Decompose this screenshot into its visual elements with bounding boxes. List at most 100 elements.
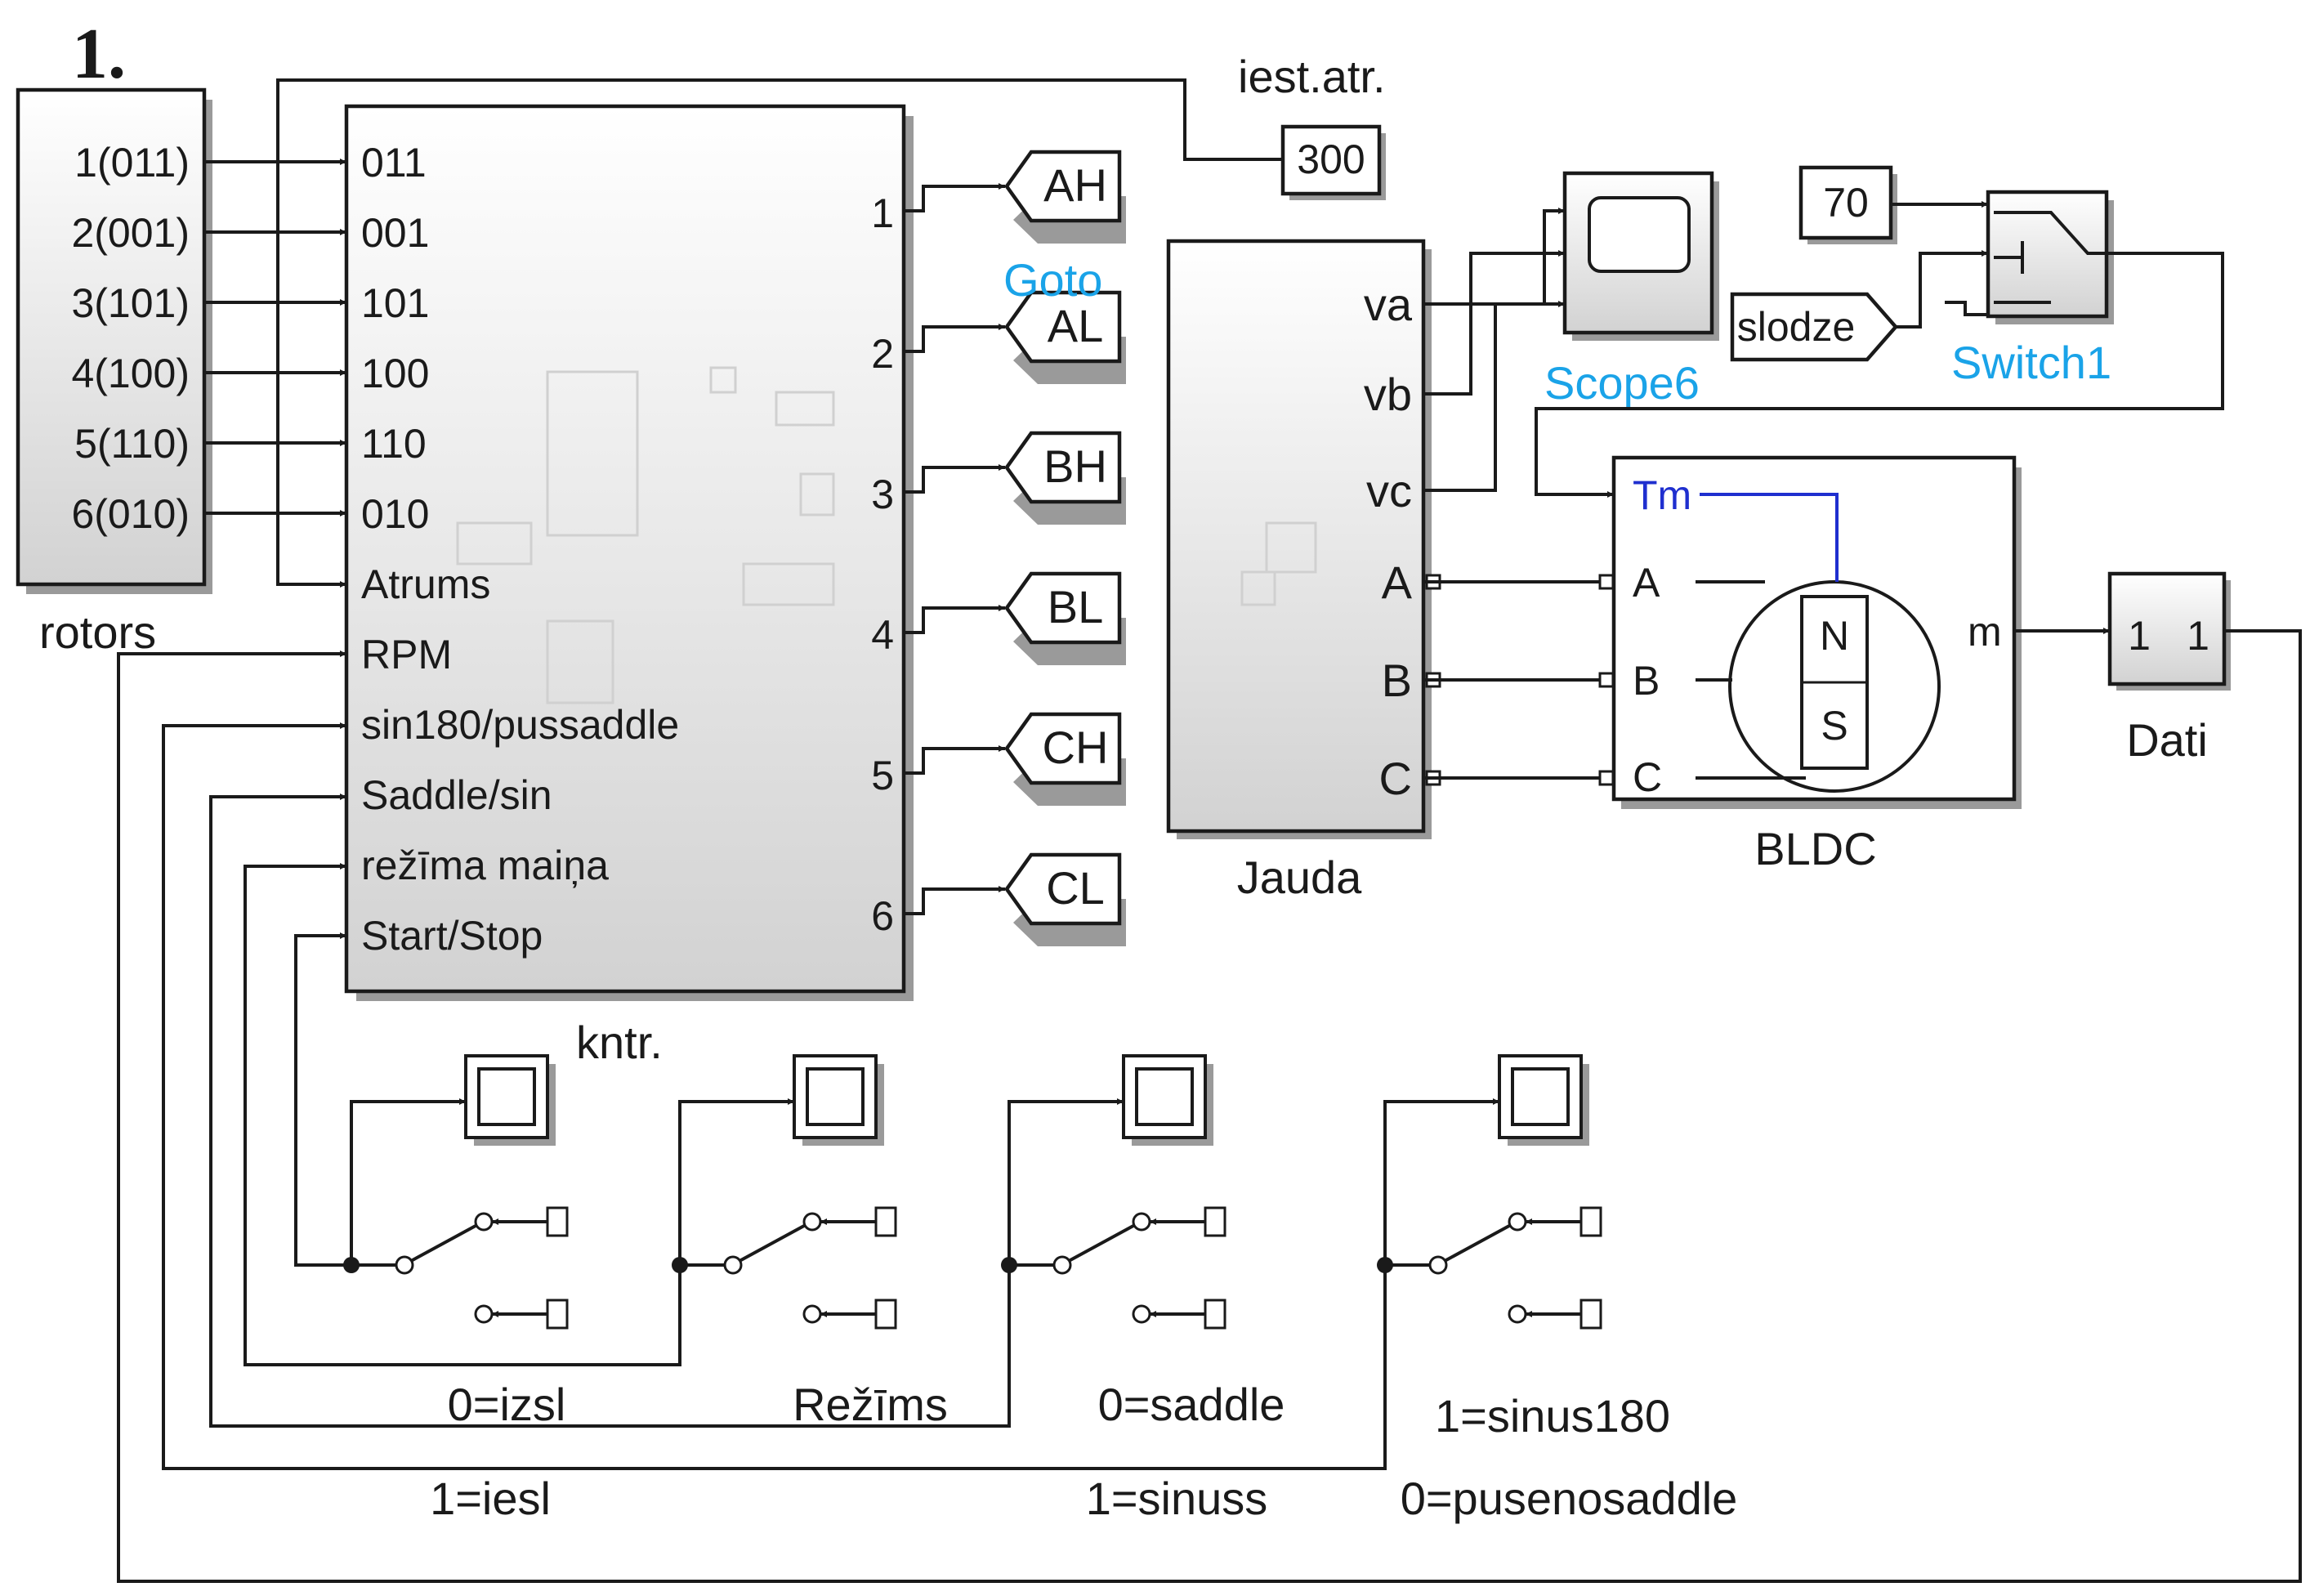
wire-to-kntr-3 (209, 794, 1011, 1428)
const-bottom-2 (874, 1299, 897, 1330)
sw-contact-bottom-2 (802, 1304, 822, 1324)
kntr-output-1: 1 (871, 190, 894, 236)
kntr-input-2: 001 (361, 210, 429, 256)
kntr-input-1: 011 (361, 140, 427, 186)
sw-pivot-4 (1428, 1255, 1448, 1275)
magnet-n: N (1820, 613, 1849, 659)
rotors-output-6: 6(010) (71, 491, 190, 537)
kntr-output-6: 6 (871, 893, 894, 939)
const-70-block[interactable]: 70 (1798, 165, 1897, 244)
manual-switch-3[interactable] (209, 794, 1226, 1428)
from-slodze-tag[interactable]: slodze (1730, 292, 1898, 362)
goto-label: Goto (1003, 254, 1102, 306)
goto-tag-bh[interactable]: BH (1004, 431, 1126, 525)
kntr-output-2: 2 (871, 331, 894, 377)
kntr-subsystem[interactable]: 011001101100110010AtrumsRPMsin180/pussad… (344, 104, 914, 1001)
magnet-s: S (1821, 703, 1848, 749)
dati-block[interactable]: 1 1 (2107, 571, 2231, 691)
switch1-name: Switch1 (1951, 337, 2111, 388)
section-number-1: 1. (72, 15, 126, 94)
wire-goto-CL (904, 886, 1005, 915)
wire-lamp-1 (350, 1098, 466, 1265)
jauda-output-va: va (1364, 279, 1413, 330)
jauda-output-vc: vc (1366, 465, 1412, 516)
goto-text-cl: CL (1046, 862, 1105, 914)
goto-tag-ah[interactable]: AH (1004, 150, 1126, 244)
goto-shape (1004, 150, 1122, 223)
manual-switch-2[interactable] (244, 863, 897, 1366)
scope6-block[interactable] (1562, 171, 1719, 341)
wire-lamp-3 (1008, 1098, 1124, 1265)
sw1-label-0: 0=izsl (448, 1379, 566, 1430)
goto-tag-cl[interactable]: CL (1004, 852, 1126, 946)
sw-arm-2 (739, 1224, 805, 1263)
iest-value: 300 (1297, 136, 1365, 182)
lamp-inner (806, 1067, 865, 1126)
sw3-label-1: 1=sinuss (1086, 1473, 1268, 1524)
iest-constant-block[interactable]: 300 (1280, 124, 1386, 200)
goto-shape (1004, 712, 1122, 785)
kntr-input-6: 010 (361, 491, 429, 537)
jauda-output-vb: vb (1364, 369, 1412, 420)
kntr-input-5: 110 (361, 421, 427, 467)
jauda-output-c: C (1379, 753, 1412, 804)
wire-to-kntr-1 (294, 932, 351, 1267)
sw-pivot-1 (395, 1255, 414, 1275)
wire-goto-BH (904, 464, 1005, 494)
goto-text-bh: BH (1043, 440, 1107, 492)
lamp-inner (1511, 1067, 1570, 1126)
rotors-output-5: 5(110) (74, 421, 190, 467)
wire-goto-CH (904, 745, 1005, 775)
switch1-block[interactable] (1986, 190, 2114, 324)
rotors-name: rotors (39, 606, 156, 658)
sw4-label-0: 1=sinus180 (1435, 1390, 1670, 1442)
const-bottom-4 (1579, 1299, 1602, 1330)
wire-goto-AL (904, 324, 1005, 353)
manual-switch-1[interactable] (294, 932, 569, 1330)
sw-contact-top-3 (1132, 1212, 1151, 1232)
const-top-3 (1204, 1206, 1226, 1237)
const-bottom-3 (1204, 1299, 1226, 1330)
bldc-port-a: A (1633, 560, 1660, 606)
dati-text-left: 1 (2128, 613, 2151, 659)
sw-contact-top-2 (802, 1212, 822, 1232)
kntr-input-11: režīma maiņa (361, 843, 609, 888)
jauda-output-a: A (1382, 557, 1413, 608)
goto-tag-ch[interactable]: CH (1004, 712, 1126, 806)
wire-goto-BL (904, 605, 1005, 634)
sw3-label-0: 0=saddle (1098, 1379, 1285, 1430)
kntr-output-4: 4 (871, 612, 894, 658)
kntr-output-3: 3 (871, 472, 894, 517)
rotors-block[interactable]: 1(011)2(001)3(101)4(100)5(110)6(010) (16, 87, 346, 594)
kntr-input-4: 100 (361, 351, 429, 396)
sw2-label: Režīms (793, 1379, 948, 1430)
rotors-output-1: 1(011) (74, 140, 190, 186)
sw-arm-3 (1068, 1224, 1134, 1263)
rotors-output-2: 2(001) (71, 210, 190, 256)
manual-switch-4[interactable] (162, 722, 1602, 1470)
goto-tag-bl[interactable]: BL (1004, 571, 1126, 665)
goto-text-al: AL (1048, 300, 1104, 351)
slodze-text: slodze (1737, 304, 1856, 350)
const-top-4 (1579, 1206, 1602, 1237)
sw-contact-bottom-1 (474, 1304, 494, 1324)
sw-pivot-2 (723, 1255, 743, 1275)
wire-to-kntr-4 (162, 722, 1387, 1470)
dati-text-right: 1 (2187, 613, 2209, 659)
goto-shape (1004, 852, 1122, 926)
sw-contact-top-4 (1508, 1212, 1527, 1232)
sw-contact-top-1 (474, 1212, 494, 1232)
bldc-name: BLDC (1754, 823, 1876, 874)
lamp-inner (477, 1067, 536, 1126)
scope6-name: Scope6 (1544, 357, 1700, 409)
bldc-port-b: B (1633, 658, 1660, 704)
goto-tag-al[interactable]: AL (1004, 290, 1126, 384)
kntr-input-12: Start/Stop (361, 913, 543, 959)
sw-arm-1 (410, 1224, 476, 1263)
goto-text-bl: BL (1048, 581, 1104, 633)
bldc-block[interactable]: N S Tm A B C m (1598, 455, 2022, 809)
sw-contact-bottom-3 (1132, 1304, 1151, 1324)
bldc-port-tm: Tm (1633, 472, 1691, 518)
wire-lamp-2 (678, 1098, 794, 1265)
